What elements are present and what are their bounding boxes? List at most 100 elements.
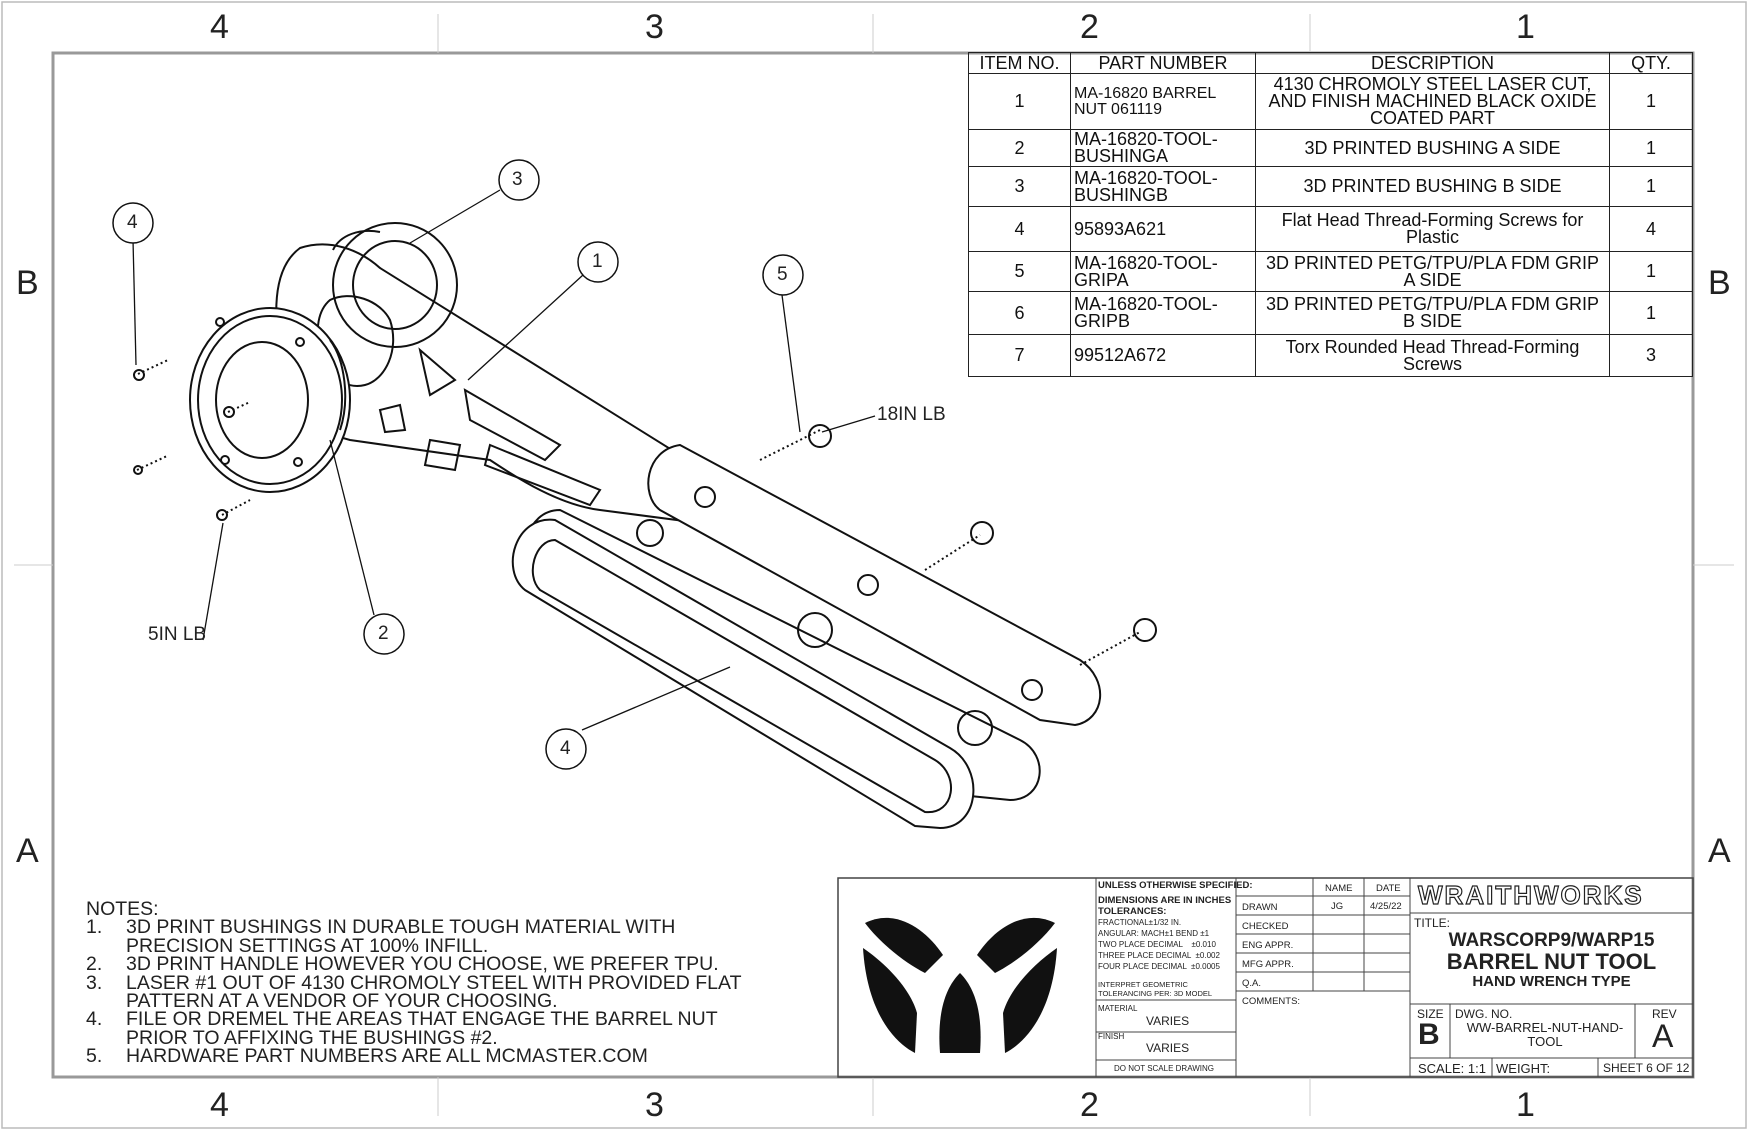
- note-item: 3. LASER #1 OUT OF 4130 CHROMOLY STEEL WI…: [86, 971, 846, 1013]
- bom-row: 2 MA-16820-TOOL-BUSHINGA 3D PRINTED BUSH…: [968, 129, 1693, 167]
- tb-tol-angular: ANGULAR: MACH±1 BEND ±1: [1098, 929, 1210, 938]
- flat-head-screws: [133, 359, 251, 521]
- bom-item: 1: [968, 73, 1071, 130]
- grip-b: [647, 443, 1102, 727]
- leader-lines: [132, 189, 876, 731]
- bom-qty: 3: [1609, 334, 1693, 377]
- notes-heading: NOTES:: [86, 898, 159, 920]
- bom-row: 5 MA-16820-TOOL-GRIPA 3D PRINTED PETG/TP…: [968, 251, 1693, 292]
- note-text: 3D PRINT BUSHINGS IN DURABLE TOUGH MATER…: [126, 916, 676, 957]
- zone-left-a: A: [16, 832, 39, 870]
- tb-title-line1: WARSCORP9/WARP15: [1448, 930, 1655, 951]
- tb-interpret: INTERPRET GEOMETRIC TOLERANCING PER: 3D …: [1098, 980, 1213, 998]
- bom-part: MA-16820-TOOL-BUSHINGB: [1070, 166, 1256, 207]
- tb-sheet: SHEET 6 OF 12: [1603, 1061, 1690, 1075]
- note-item: 4. FILE OR DREMEL THE AREAS THAT ENGAGE T…: [86, 1008, 846, 1049]
- tb-eng-appr: ENG APPR.: [1242, 940, 1294, 951]
- tb-title-label: TITLE:: [1414, 916, 1451, 930]
- bushing-b: [332, 222, 458, 348]
- bom-header-part: PART NUMBER: [1070, 52, 1256, 74]
- bom-part: 99512A672: [1070, 334, 1256, 377]
- zone-bottom-1: 1: [1516, 1086, 1535, 1124]
- tb-material-value: VARIES: [1146, 1014, 1190, 1028]
- note-number: 5.: [86, 1045, 103, 1068]
- bom-desc: 4130 CHROMOLY STEEL LASER CUT, AND FINIS…: [1255, 73, 1610, 130]
- bom-desc: 3D PRINTED PETG/TPU/PLA FDM GRIP B SIDE: [1255, 291, 1610, 335]
- tb-size-label: SIZE: [1417, 1007, 1444, 1021]
- tb-title-line2: BARREL NUT TOOL: [1446, 949, 1657, 974]
- balloon-1: 1: [592, 251, 603, 272]
- note-text: HARDWARE PART NUMBERS ARE ALL MCMASTER.C…: [126, 1045, 648, 1068]
- note-number: 3.: [86, 971, 103, 994]
- tb-material-label: MATERIAL: [1098, 1004, 1138, 1013]
- zone-right-a: A: [1708, 832, 1731, 870]
- tb-finish-value: VARIES: [1146, 1041, 1190, 1055]
- note-item: 5. HARDWARE PART NUMBERS ARE ALL MCMASTER…: [86, 1045, 846, 1068]
- note-number: 4.: [86, 1008, 103, 1031]
- bushing-a: [189, 307, 351, 493]
- bom-row: 7 99512A672 Torx Rounded Head Thread-For…: [968, 334, 1693, 377]
- note-item: 1.3D PRINT BUSHINGS IN DURABLE TOUGH MAT…: [86, 916, 846, 957]
- balloon-4-bottom: 4: [560, 738, 571, 759]
- bom-row: 3 MA-16820-TOOL-BUSHINGB 3D PRINTED BUSH…: [968, 166, 1693, 207]
- balloon-2: 2: [378, 623, 389, 644]
- bom-item: 7: [968, 334, 1071, 377]
- tb-rev-label: REV: [1652, 1007, 1677, 1021]
- bom-desc: Flat Head Thread-Forming Screws for Plas…: [1255, 206, 1610, 252]
- bom-part: MA-16820-TOOL-BUSHINGA: [1070, 129, 1256, 167]
- zone-right-b: B: [1708, 264, 1731, 302]
- bom-row: 4 95893A621 Flat Head Thread-Forming Scr…: [968, 206, 1693, 252]
- tb-tol-three: THREE PLACE DECIMAL ±0.002: [1098, 951, 1220, 960]
- zone-top-3: 3: [645, 8, 664, 46]
- tb-dwg-label: DWG. NO.: [1455, 1007, 1513, 1021]
- tb-comments: COMMENTS:: [1242, 996, 1301, 1007]
- bom-item: 3: [968, 166, 1071, 207]
- note-number: 2.: [86, 953, 103, 976]
- tb-tol-fractional: FRACTIONAL±1/32 IN.: [1098, 918, 1182, 927]
- tb-rev-value: A: [1652, 1018, 1674, 1054]
- bom-part: 95893A621: [1070, 206, 1256, 252]
- balloon-4-top: 4: [127, 212, 138, 233]
- tb-dims: DIMENSIONS ARE IN INCHES: [1098, 895, 1232, 906]
- tb-col-name: NAME: [1325, 883, 1353, 894]
- bom-part: MA-16820 BARREL NUT 061119: [1070, 73, 1256, 130]
- bill-of-materials: ITEM NO. PART NUMBER DESCRIPTION QTY. 1 …: [968, 52, 1693, 377]
- grip-pad: [511, 518, 975, 830]
- zone-bottom-3: 3: [645, 1086, 664, 1124]
- wraithworks-logo: [863, 917, 1057, 1053]
- bom-header-item: ITEM NO.: [968, 52, 1071, 74]
- note-text: LASER #1 OUT OF 4130 CHROMOLY STEEL WITH…: [126, 971, 742, 1013]
- bom-item: 2: [968, 129, 1071, 167]
- zone-bottom-2: 2: [1080, 1086, 1099, 1124]
- bom-qty: 1: [1609, 166, 1693, 207]
- bom-part: MA-16820-TOOL-GRIPB: [1070, 291, 1256, 335]
- tb-drawn-date: 4/25/22: [1370, 901, 1402, 912]
- note-text: FILE OR DREMEL THE AREAS THAT ENGAGE THE…: [126, 1008, 718, 1049]
- bom-qty: 1: [1609, 73, 1693, 130]
- tb-dwg-value: WW-BARREL-NUT-HAND-TOOL: [1466, 1020, 1624, 1049]
- bom-part: MA-16820-TOOL-GRIPA: [1070, 251, 1256, 292]
- bom-header-qty: QTY.: [1609, 52, 1693, 74]
- tb-drawn: DRAWN: [1242, 902, 1278, 913]
- bom-item: 5: [968, 251, 1071, 292]
- note-text: 3D PRINT HANDLE HOWEVER YOU CHOOSE, WE P…: [126, 953, 719, 976]
- tb-title-line3: HAND WRENCH TYPE: [1472, 973, 1631, 990]
- tb-no-scale: DO NOT SCALE DRAWING: [1114, 1064, 1215, 1073]
- tb-scale: SCALE: 1:1: [1418, 1061, 1486, 1076]
- bom-row: 6 MA-16820-TOOL-GRIPB 3D PRINTED PETG/TP…: [968, 291, 1693, 335]
- torque-upper-label: 18IN LB: [877, 404, 946, 425]
- tb-drawn-name: JG: [1331, 901, 1344, 912]
- zone-bottom-4: 4: [210, 1086, 229, 1124]
- tb-tol-four: FOUR PLACE DECIMAL ±0.0005: [1098, 962, 1220, 971]
- tb-col-date: DATE: [1376, 883, 1401, 894]
- tb-finish-label: FINISH: [1098, 1032, 1125, 1041]
- balloon-3: 3: [512, 169, 523, 190]
- tb-qa: Q.A.: [1242, 978, 1262, 989]
- tb-size-value: B: [1418, 1018, 1440, 1051]
- tb-checked: CHECKED: [1242, 921, 1289, 932]
- tb-tolerances: TOLERANCES:: [1098, 906, 1167, 917]
- tb-brand: WRAITHWORKS: [1417, 879, 1644, 910]
- zone-top-1: 1: [1516, 8, 1535, 46]
- balloon-5: 5: [777, 264, 788, 285]
